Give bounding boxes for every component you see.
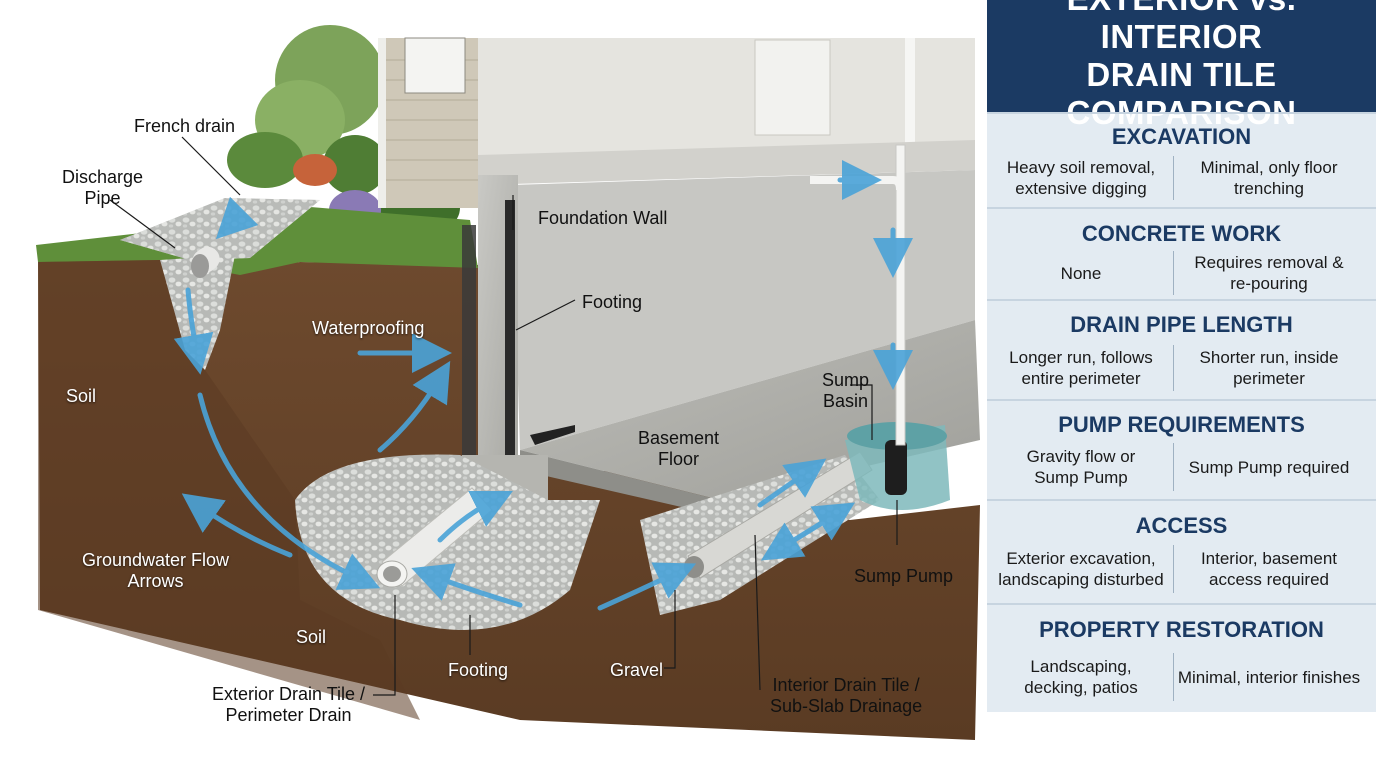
row-heading: ACCESS [1135, 513, 1228, 538]
label-interior-drain-tile: Interior Drain Tile / Sub-Slab Drainage [770, 675, 923, 716]
comparison-row-access: ACCESS Exterior excavation, landscaping … [987, 499, 1376, 605]
flow-arrow-to-left [181, 493, 293, 558]
label-gravel: Gravel [610, 660, 664, 680]
label-soil-left: Soil [66, 386, 97, 406]
row-interior-value: Shorter run, inside perimeter [1199, 348, 1339, 388]
row-divider [1173, 156, 1174, 200]
label-basement-floor: Basement Floor [638, 428, 720, 469]
comparison-title-line2: DRAIN TILE COMPARISON [1066, 56, 1297, 131]
row-heading: CONCRETE WORK [1081, 221, 1282, 246]
soil-front-face [38, 260, 420, 720]
row-interior-value: Requires removal & re-pouring [1194, 253, 1344, 293]
flow-arrow-french-down [173, 287, 214, 375]
flow-arrow-french-drain [215, 196, 259, 240]
label-soil-bottom: Soil [296, 627, 327, 647]
row-heading: PROPERTY RESTORATION [1039, 617, 1324, 642]
row-interior-value: Minimal, only floor trenching [1200, 158, 1338, 198]
label-groundwater-flow: Groundwater Flow Arrows [82, 550, 230, 591]
interior-room [478, 38, 975, 433]
comparison-row-pump-requirements: PUMP REQUIREMENTS Gravity flow or Sump P… [987, 399, 1376, 501]
flow-arrow-interior-up [757, 458, 827, 508]
french-drain-pipe [191, 246, 220, 278]
comparison-row-excavation: EXCAVATION Heavy soil removal, extensive… [987, 112, 1376, 209]
comparison-panel [987, 0, 1376, 712]
label-french-drain: French drain [134, 116, 236, 136]
row-interior-value: Minimal, interior finishes [1177, 667, 1361, 687]
flow-arrow-under-slab [597, 562, 697, 611]
row-divider [1173, 545, 1174, 593]
comparison-row-property-restoration: PROPERTY RESTORATION Landscaping, deckin… [987, 603, 1376, 714]
comparison-row-drain-pipe-length: DRAIN PIPE LENGTH Longer run, follows en… [987, 299, 1376, 401]
flow-arrow-gravel-left [411, 563, 523, 608]
row-divider [1173, 443, 1174, 491]
label-footing-upper: Footing [582, 292, 643, 312]
row-interior-value: Interior, basement access required [1200, 549, 1338, 589]
french-drain-trench [160, 255, 235, 370]
flow-arrow-soil-curve [197, 392, 381, 590]
label-waterproofing: Waterproofing [312, 318, 425, 338]
groundwater-flow-arrows [173, 160, 913, 611]
label-sump-basin: Sump Basin [822, 370, 870, 411]
background-foliage [227, 25, 460, 236]
row-divider [1173, 345, 1174, 391]
flow-arrow-wall-up [377, 360, 451, 453]
row-exterior-value: Longer run, follows entire perimeter [1009, 348, 1153, 388]
waterproofing-membrane [462, 225, 476, 455]
label-sump-pump: Sump Pump [854, 566, 954, 586]
comparison-row-concrete-work: CONCRETE WORK None Requires removal & re… [987, 207, 1376, 301]
foundation-interior-back-wall [512, 170, 975, 450]
row-exterior-value: Gravity flow or Sump Pump [1026, 447, 1136, 487]
row-heading: DRAIN PIPE LENGTH [1070, 312, 1293, 337]
row-interior-value: Sump Pump required [1188, 457, 1350, 477]
row-exterior-value: None [1060, 263, 1102, 283]
row-heading: PUMP REQUIREMENTS [1058, 412, 1305, 437]
label-leader-lines [109, 136, 898, 696]
row-exterior-value: Exterior excavation, landscaping disturb… [998, 549, 1164, 589]
label-exterior-drain-tile: Exterior Drain Tile / Perimeter Drain [212, 684, 366, 725]
row-divider [1173, 251, 1174, 295]
row-exterior-value: Landscaping, decking, patios [1024, 657, 1138, 697]
house-exterior [378, 37, 478, 208]
label-discharge-pipe: Discharge Pipe [62, 167, 144, 208]
label-footing-bottom: Footing [448, 660, 509, 680]
flow-arrow-interior-back [760, 510, 841, 561]
row-heading: EXCAVATION [1111, 124, 1252, 149]
row-divider [1173, 653, 1174, 701]
comparison-title-line1: EXTERIOR vs. INTERIOR [1067, 0, 1296, 55]
row-exterior-value: Heavy soil removal, extensive digging [1006, 158, 1156, 198]
drainage-cross-section-illustration [36, 25, 980, 740]
label-foundation-wall: Foundation Wall [538, 208, 668, 228]
flow-arrow-pipe-in [437, 491, 513, 543]
comparison-title: EXTERIOR vs. INTERIOR DRAIN TILE COMPARI… [987, 0, 1376, 131]
